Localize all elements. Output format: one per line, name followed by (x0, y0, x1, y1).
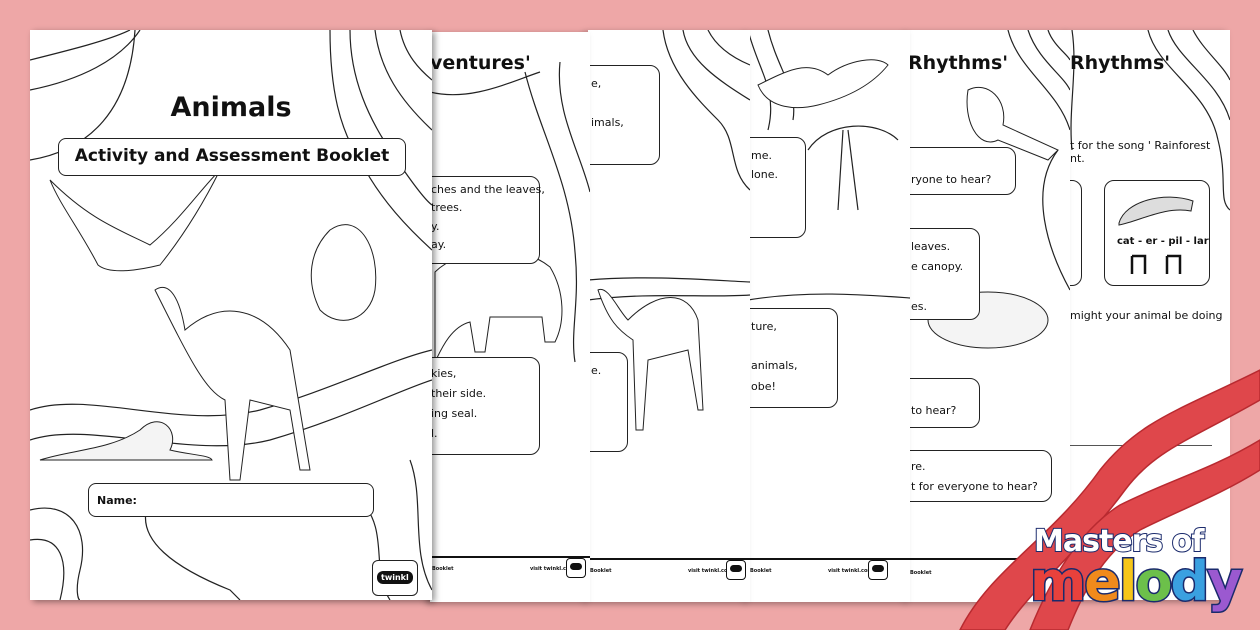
text-box: re. t for everyone to hear? (908, 450, 1052, 502)
text-line: trees. (431, 201, 463, 214)
logo-letter: m (1028, 549, 1087, 615)
text-line: es. (911, 300, 927, 313)
logo-melody: melody (1028, 549, 1244, 615)
page-title: Rhythms' (1070, 52, 1171, 74)
logo-letter: d (1169, 549, 1211, 615)
brand-text: twinkl (377, 571, 413, 584)
footer-text: Booklet (590, 568, 612, 574)
footer-text: Booklet (750, 568, 772, 574)
text-line: ay. (431, 238, 447, 251)
text-line: l. (431, 427, 438, 440)
logo-letter: l (1117, 549, 1138, 615)
text-line: re. (911, 460, 926, 473)
text-line: t for the song ' Rainforest (1070, 139, 1211, 152)
logo-letter: o (1134, 549, 1174, 615)
text-box: e, imals, (588, 65, 660, 165)
text-line: imals, (591, 116, 624, 129)
twinkl-logo-icon (566, 558, 586, 578)
text-line: me. (751, 149, 772, 162)
logo-letter: y (1206, 549, 1244, 615)
text-line: ches and the leaves, (431, 183, 545, 196)
text-box: me. lone. (748, 137, 806, 238)
footer-rule (588, 558, 750, 560)
text-line: kies, (431, 367, 457, 380)
elephant-art (430, 61, 590, 363)
text-line: e. (591, 364, 602, 377)
camel-icon (597, 288, 704, 431)
caterpillar-icon (1118, 196, 1194, 274)
worksheet-page-4: me. lone. ture, animals, obe! Booklet vi… (748, 30, 910, 602)
text-line: obe! (751, 380, 776, 393)
syllable-text: cat - er - pil - lar (1117, 236, 1209, 247)
text-line: might your animal be doing (1070, 309, 1223, 322)
owl-icon (757, 59, 889, 109)
text-box: ryone to hear? (908, 147, 1016, 195)
footer-text: Booklet (432, 566, 454, 572)
footer-link[interactable]: visit twinkl.com (688, 568, 733, 574)
twinkl-logo: twinkl (372, 560, 418, 596)
name-field[interactable]: Name: (88, 483, 374, 517)
text-box: to hear? (908, 378, 980, 428)
text-line: to hear? (911, 404, 957, 417)
twinkl-logo-icon (868, 560, 888, 580)
owl-icon (49, 169, 221, 272)
text-box: kies, their side. ing seal. l. (430, 357, 540, 455)
page-title: Rhythms' (908, 52, 1009, 74)
text-line: ryone to hear? (911, 173, 992, 186)
footer-text: Booklet (910, 570, 932, 576)
booklet-cover: Animals Activity and Assessment Booklet … (30, 30, 432, 600)
rhythm-notes (1130, 254, 1182, 274)
footer-rule (430, 556, 590, 558)
logo-letter: e (1083, 549, 1123, 615)
text-line: nt. (1070, 152, 1085, 165)
page-title: ventures' (430, 52, 531, 74)
camel-icon (154, 287, 311, 481)
wave-lines (1070, 30, 1230, 211)
tree-and-owl-art (748, 30, 910, 301)
text-line: ture, (751, 320, 777, 333)
text-line: animals, (751, 359, 798, 372)
name-label: Name: (97, 494, 137, 507)
logo-masters-of: Masters of (1033, 523, 1205, 560)
text-line: e, (591, 77, 602, 90)
footer-link[interactable]: visit twinkl.com (828, 568, 873, 574)
worksheet-page-3: e, imals, e. Booklet visit twinkl.com (588, 30, 750, 602)
worksheet-page-2: ventures' ches and the leaves, trees. y.… (430, 32, 590, 602)
text-line: e canopy. (911, 260, 964, 273)
text-box: e. (588, 352, 628, 452)
monkey-icon (310, 224, 377, 321)
text-line: leaves. (911, 240, 951, 253)
twinkl-logo-icon (726, 560, 746, 580)
text-box: leaves. e canopy. es. (908, 228, 980, 320)
text-box: ture, animals, obe! (748, 308, 838, 408)
text-line: y. (431, 220, 440, 233)
cover-title: Animals (170, 92, 292, 123)
text-line: t for everyone to hear? (911, 480, 1038, 493)
cover-subtitle: Activity and Assessment Booklet (58, 138, 406, 176)
text-line: lone. (751, 168, 779, 181)
seal-icon (39, 421, 213, 461)
rhythm-card: cat - er - pil - lar (1104, 180, 1210, 286)
camel-art (588, 30, 750, 431)
footer-rule (908, 558, 1070, 560)
footer-link[interactable]: visit twinkl.com (530, 566, 575, 572)
text-line: ing seal. (431, 407, 478, 420)
text-box: ches and the leaves, trees. y. ay. (430, 176, 545, 264)
text-line: their side. (431, 387, 487, 400)
answer-box (1068, 180, 1082, 286)
parrot-icon (966, 87, 1059, 161)
footer-rule (748, 558, 910, 560)
worksheet-page-5: Rhythms' ryone to hear? leaves. e canopy… (908, 30, 1070, 602)
